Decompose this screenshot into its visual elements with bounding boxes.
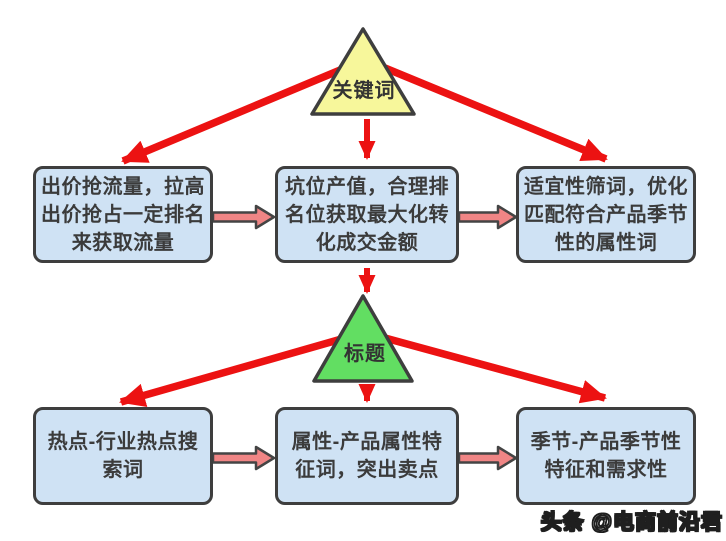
box-hotspot-search-words: 热点-行业热点搜 索词 xyxy=(33,407,213,505)
title-triangle xyxy=(312,294,414,383)
arrow-keyword-to-box1 xyxy=(121,64,347,165)
arrow-title-to-box4 xyxy=(119,334,347,407)
box-attribute-feature-words: 属性-产品属性特 征词，突出卖点 xyxy=(275,407,459,505)
box-slot-output-value: 坑位产值，合理排 名位获取最大化转 化成交金额 xyxy=(275,166,459,263)
keyword-triangle-label: 关键词 xyxy=(332,80,396,102)
arrow-box5-to-box6 xyxy=(457,445,518,471)
box-suitability-word-filter: 适宜性筛词，优化 匹配符合产品季节 性的属性词 xyxy=(516,166,696,263)
box-seasonal-features: 季节-产品季节性 特征和需求性 xyxy=(516,407,696,505)
title-triangle-label: 标题 xyxy=(344,343,386,365)
box-bid-for-traffic: 出价抢流量，拉高 出价抢占一定排名 来获取流量 xyxy=(33,166,213,263)
arrow-box2-to-box3 xyxy=(457,204,518,230)
keyword-triangle xyxy=(310,27,416,116)
arrow-box4-to-box5 xyxy=(211,445,276,471)
arrow-keyword-to-box3 xyxy=(383,64,608,163)
arrow-box1-to-box2 xyxy=(211,204,276,230)
arrow-title-to-box6 xyxy=(384,334,607,404)
watermark: 头条 @电商前沿君 xyxy=(540,510,723,534)
